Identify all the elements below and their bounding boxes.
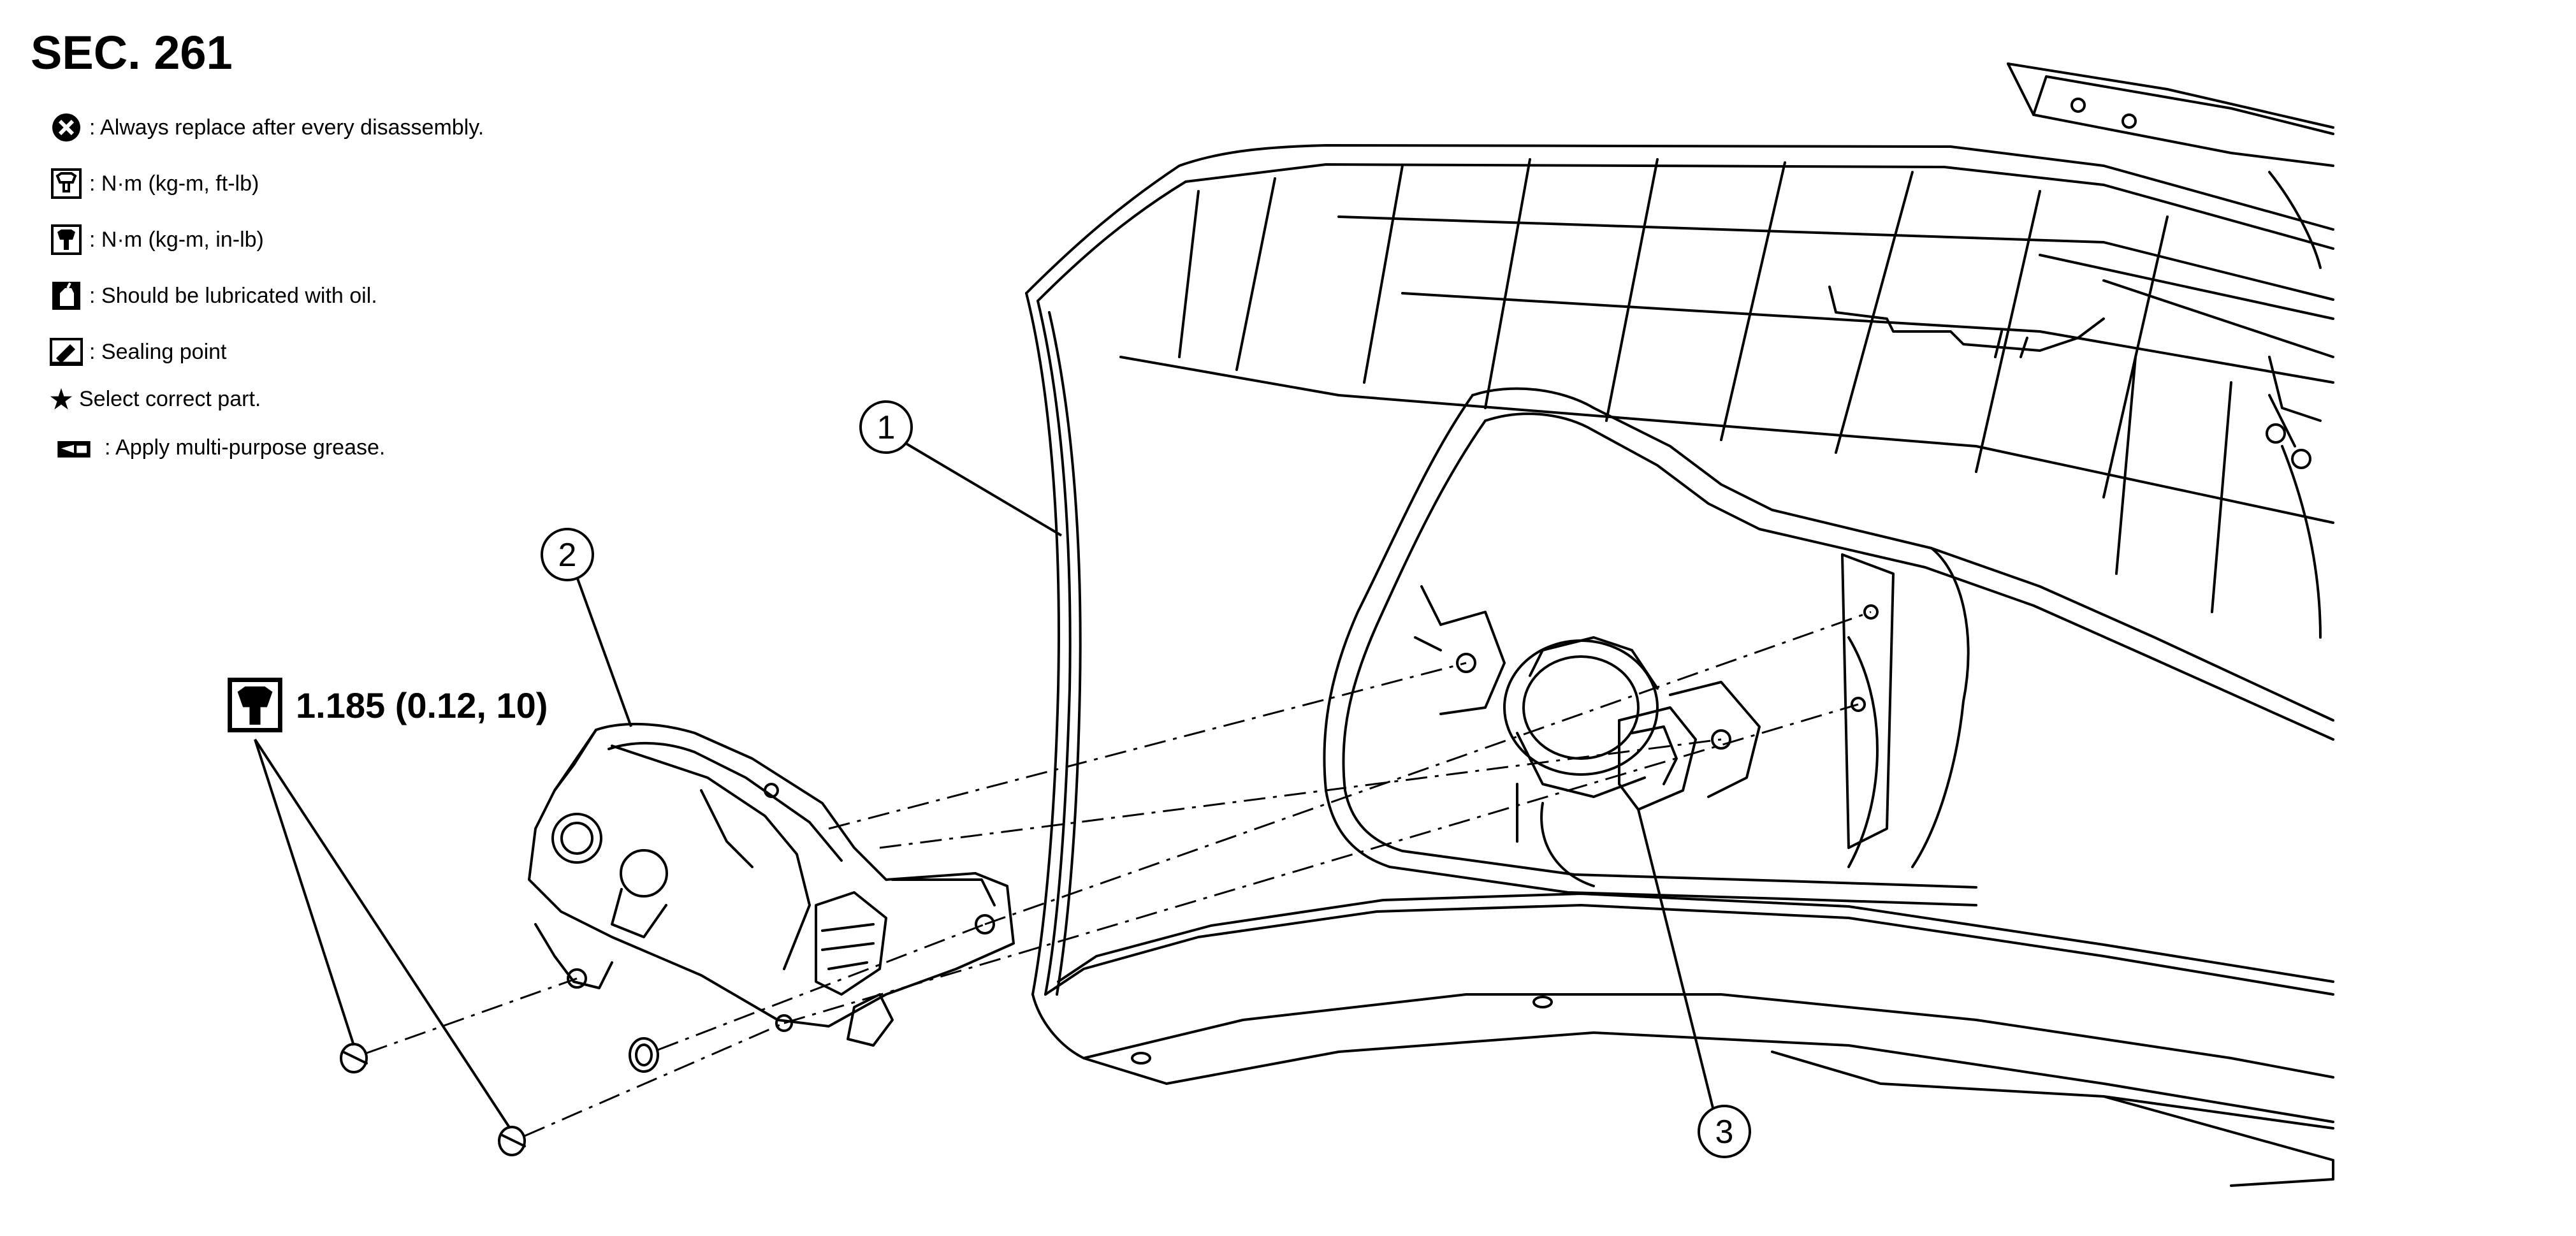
always-replace-icon (52, 113, 80, 142)
sealing-point-icon (50, 338, 83, 366)
legend-text: Select correct part. (79, 386, 261, 411)
callout-1: 1 (859, 400, 913, 454)
legend-item-sealing: : Sealing point (48, 333, 227, 371)
torque-in-lb-icon (51, 224, 82, 255)
legend-text: : N·m (kg-m, ft-lb) (89, 171, 259, 196)
star-icon (50, 388, 73, 410)
screw-drawing (340, 1037, 659, 1156)
callout-1-number: 1 (877, 409, 896, 446)
grease-icon (57, 441, 91, 458)
torque-value: 1.185 (0.12, 10) (296, 685, 548, 725)
legend-text: : N·m (kg-m, in-lb) (89, 227, 264, 252)
callout-2-number: 2 (558, 537, 577, 574)
callout-3-number: 3 (1715, 1114, 1734, 1151)
legend-text: : Should be lubricated with oil. (89, 283, 377, 308)
bumper-fascia-drawing (1025, 62, 2334, 1187)
alignment-lines (366, 611, 1872, 1137)
callout-2: 2 (541, 528, 594, 581)
leader-lines (254, 442, 1719, 1130)
legend-item-torque-in-lb: : N·m (kg-m, in-lb) (48, 221, 264, 259)
legend-item-torque-ft-lb: : N·m (kg-m, ft-lb) (48, 164, 259, 203)
legend-item-grease: : Apply multi-purpose grease. (48, 428, 385, 467)
section-title: SEC. 261 (31, 26, 233, 79)
legend-item-always-replace: : Always replace after every disassembly… (48, 108, 484, 147)
torque-ft-lb-icon (51, 168, 82, 199)
torque-in-lb-icon (228, 678, 282, 732)
oil-can-icon (52, 282, 80, 310)
legend-item-star: Select correct part. (48, 380, 261, 418)
legend-text: : Apply multi-purpose grease. (105, 435, 386, 460)
legend-item-oil: : Should be lubricated with oil. (48, 277, 377, 315)
legend-text: : Sealing point (89, 339, 227, 364)
torque-spec: 1.185 (0.12, 10) (224, 674, 548, 736)
fog-lamp-drawing (528, 722, 1015, 1047)
bulb-socket-drawing (1414, 585, 1761, 887)
legend-text: : Always replace after every disassembly… (89, 115, 484, 140)
callout-3: 3 (1698, 1105, 1751, 1158)
